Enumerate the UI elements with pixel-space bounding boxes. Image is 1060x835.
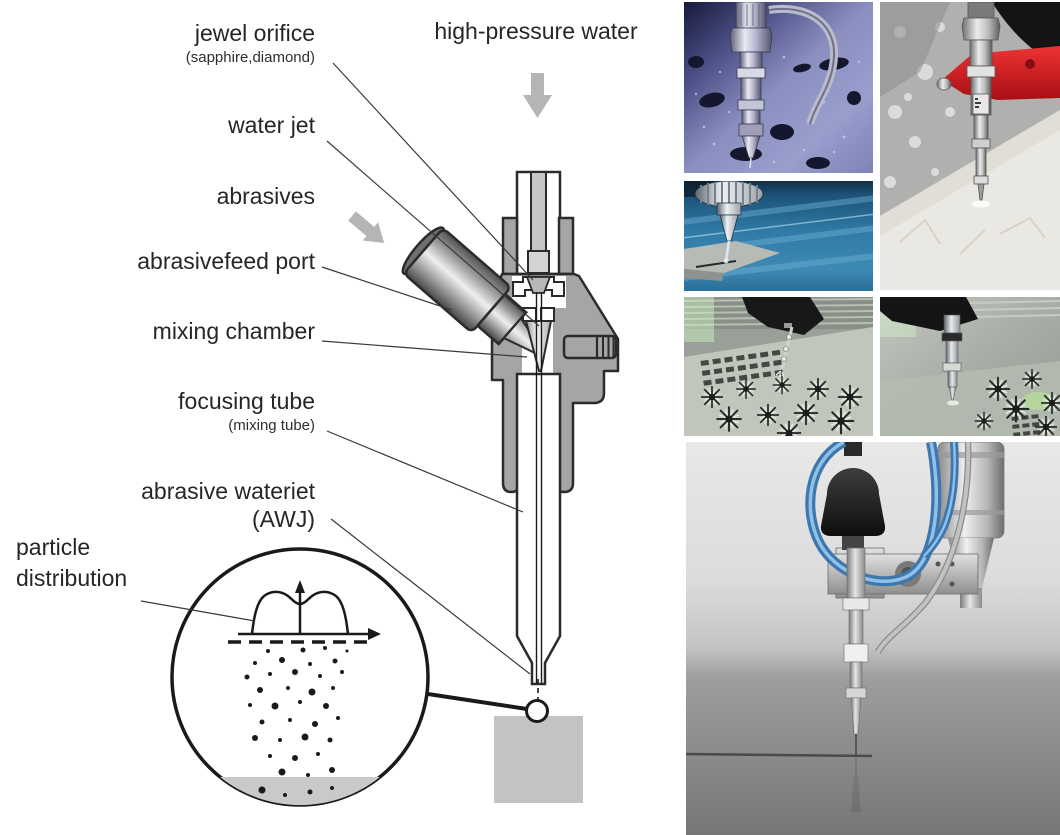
nozzle — [694, 181, 764, 242]
hoses — [805, 442, 972, 654]
abrasive-feed-tube — [401, 226, 542, 355]
diagram-panel: jewel orifice (sapphire,diamond) high-pr… — [16, 18, 638, 807]
photo-star-patterns-left — [684, 297, 873, 436]
label-abrasive-feed-port: abrasivefeed port — [137, 248, 315, 274]
nozzle — [729, 2, 773, 159]
label-particle-distribution: particle distribution — [16, 534, 128, 592]
photo-nozzle-cutting-blue-metal — [684, 2, 873, 173]
set-screw — [562, 334, 618, 360]
label-abrasive-waterjet-sub: (AWJ) — [251, 506, 315, 532]
magnifier-circle — [170, 547, 430, 807]
diagonal-arrow-icon — [348, 211, 385, 243]
label-focusing-tube-sub: (mixing tube) — [228, 417, 315, 434]
label-abrasive-waterjet: abrasive wateriet — [141, 478, 315, 504]
label-abrasives: abrasives — [216, 183, 315, 209]
label-jewel-orifice: jewel orifice — [194, 20, 315, 46]
nozzle-cross-section-diagram — [140, 62, 620, 807]
workpiece — [494, 716, 583, 803]
water-inlet-tube — [515, 170, 562, 276]
focusing-tube-part — [515, 372, 562, 686]
plate — [684, 241, 780, 281]
photo-red-bracket-nozzle — [880, 2, 1060, 290]
distribution-curve — [228, 590, 374, 644]
label-mixing-chamber: mixing chamber — [152, 318, 315, 344]
label-jewel-orifice-sub: (sapphire,diamond) — [185, 49, 315, 66]
photo-cutting-head-blue-hoses — [686, 442, 1060, 835]
leader-lines — [140, 62, 540, 675]
nozzle — [941, 314, 963, 401]
label-water-jet: water jet — [228, 112, 315, 138]
jet-channel — [535, 292, 543, 683]
nozzle-stack — [842, 547, 870, 735]
photo-knurled-nozzle-blue — [684, 181, 873, 291]
photo-star-patterns-right — [880, 297, 1060, 436]
knob — [820, 442, 886, 550]
label-high-pressure-water: high-pressure water — [434, 18, 638, 44]
particle-dots — [244, 646, 349, 797]
label-focusing-tube: focusing tube — [178, 388, 315, 414]
down-arrow-icon — [523, 73, 552, 118]
magnified-point — [525, 699, 549, 723]
